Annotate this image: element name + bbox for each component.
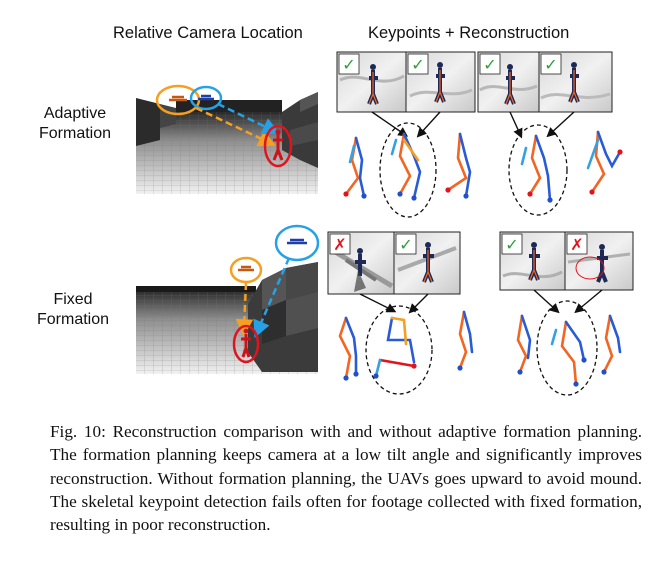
cross-icon: ✗ xyxy=(570,235,583,254)
status-mark-group: ✓ ✓ ✓ ✓ ✗ ✓ ✓ ✗ xyxy=(329,53,588,255)
highlight-ellipse-fixed-2 xyxy=(536,300,598,396)
orange-drone-icon xyxy=(169,95,187,102)
row-label-fixed-line1: Fixed xyxy=(53,291,93,308)
skeleton-joints-fixed xyxy=(343,357,607,387)
skeleton-joints-adaptive xyxy=(343,149,623,203)
check-icon: ✓ xyxy=(483,55,496,74)
fixed-camera-markers xyxy=(229,224,320,364)
thumb-fixed-3 xyxy=(499,231,566,291)
row-label-adaptive-line2: Formation xyxy=(38,125,112,142)
blue-uav-circle xyxy=(274,224,320,262)
check-mark-box xyxy=(338,53,360,75)
row-label-fixed-line2: Formation xyxy=(36,311,110,328)
check-icon: ✓ xyxy=(411,55,424,74)
thumb-adaptive-2 xyxy=(405,51,476,113)
orange-uav-circle xyxy=(229,256,263,284)
person-icon xyxy=(241,334,251,358)
highlight-ellipse-adaptive-2 xyxy=(508,124,568,216)
arrows-adaptive xyxy=(371,111,575,139)
figure-graphic: ✓ ✓ ✓ ✓ ✗ ✓ ✓ ✗ xyxy=(136,51,634,396)
check-mark-box xyxy=(501,233,523,255)
figure-caption: Fig. 10: Reconstruction comparison with … xyxy=(50,422,642,535)
cross-mark-box xyxy=(566,233,588,255)
highlight-ellipse-adaptive-1 xyxy=(379,122,437,218)
highlight-ellipse-fixed-1 xyxy=(365,305,433,395)
adaptive-scene-render xyxy=(136,90,318,194)
target-person-circle xyxy=(263,124,293,168)
skeletons-fixed xyxy=(338,310,622,386)
skeletons-adaptive xyxy=(344,130,622,202)
blue-uav-circle xyxy=(189,85,223,111)
check-mark-box xyxy=(395,233,417,255)
target-person-circle xyxy=(232,324,260,364)
check-icon: ✓ xyxy=(399,235,412,254)
check-icon: ✓ xyxy=(544,55,557,74)
header-keypoints-reconstruction: Keypoints + Reconstruction xyxy=(368,24,570,42)
check-icon: ✓ xyxy=(342,55,355,74)
header-relative-camera-location: Relative Camera Location xyxy=(113,24,303,42)
orange-drone-icon xyxy=(238,265,254,272)
blue-drone-icon xyxy=(198,94,214,101)
person-icon xyxy=(272,134,284,161)
row-label-adaptive: Adaptive Formation xyxy=(20,104,130,144)
check-mark-box xyxy=(540,53,562,75)
row-label-adaptive-line1: Adaptive xyxy=(43,105,107,122)
cross-mark-box xyxy=(329,233,351,255)
check-mark-box xyxy=(479,53,501,75)
check-mark-box xyxy=(407,53,429,75)
fixed-scene-render xyxy=(136,262,318,374)
check-icon: ✓ xyxy=(505,235,518,254)
row-label-fixed: Fixed Formation xyxy=(18,290,128,330)
cross-icon: ✗ xyxy=(333,235,346,254)
adaptive-camera-markers xyxy=(155,84,293,168)
blue-drone-icon xyxy=(287,238,307,245)
